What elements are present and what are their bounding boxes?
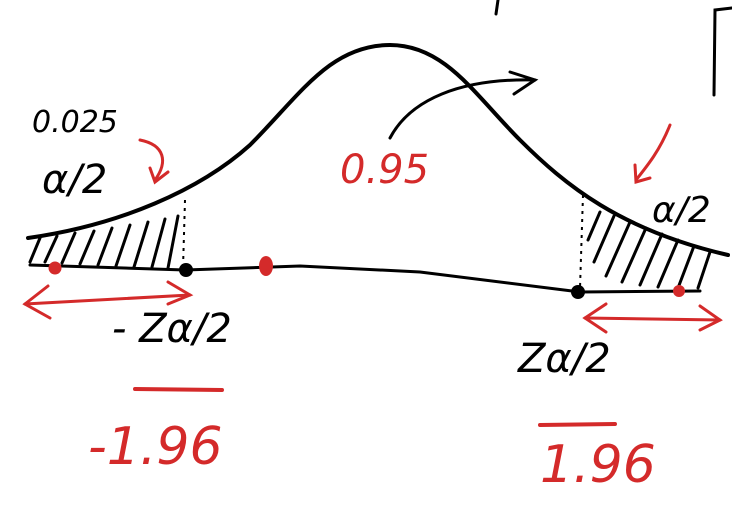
center-area-arrow [388, 70, 539, 140]
right-tail-pointer [633, 123, 672, 184]
left-tail-pointer [138, 138, 170, 185]
pos-critical-point [571, 285, 585, 299]
center-sample-point [259, 256, 273, 276]
pos-value-label: 1.96 [540, 435, 656, 495]
right-tail-alpha-label: α/2 [652, 190, 711, 231]
pos-critical-label: Zα/2 [517, 336, 611, 382]
left-sample-point [48, 261, 62, 275]
center-prob-label: 0.95 [340, 147, 429, 193]
left-tail-hatch [28, 214, 180, 270]
right-tail-hatch [586, 210, 712, 290]
neg-value-label: -1.96 [88, 417, 223, 477]
edge-stroke-right [712, 6, 732, 97]
right-cutoff-line [579, 194, 584, 289]
neg-critical-label: - Zα/2 [112, 306, 232, 352]
bell-curve [26, 42, 730, 257]
left-tail-prob-label: 0.025 [32, 105, 118, 140]
neg-critical-point [179, 263, 193, 277]
left-tail-alpha-label: α/2 [42, 157, 107, 203]
right-region-arrow [582, 302, 723, 334]
pos-value-underline [538, 422, 617, 427]
right-sample-point [673, 285, 685, 297]
left-region-arrow [22, 280, 194, 320]
left-cutoff-line [182, 199, 186, 269]
neg-value-underline [133, 387, 224, 392]
baseline-axis [28, 263, 702, 294]
edge-stroke-top [494, 0, 500, 16]
